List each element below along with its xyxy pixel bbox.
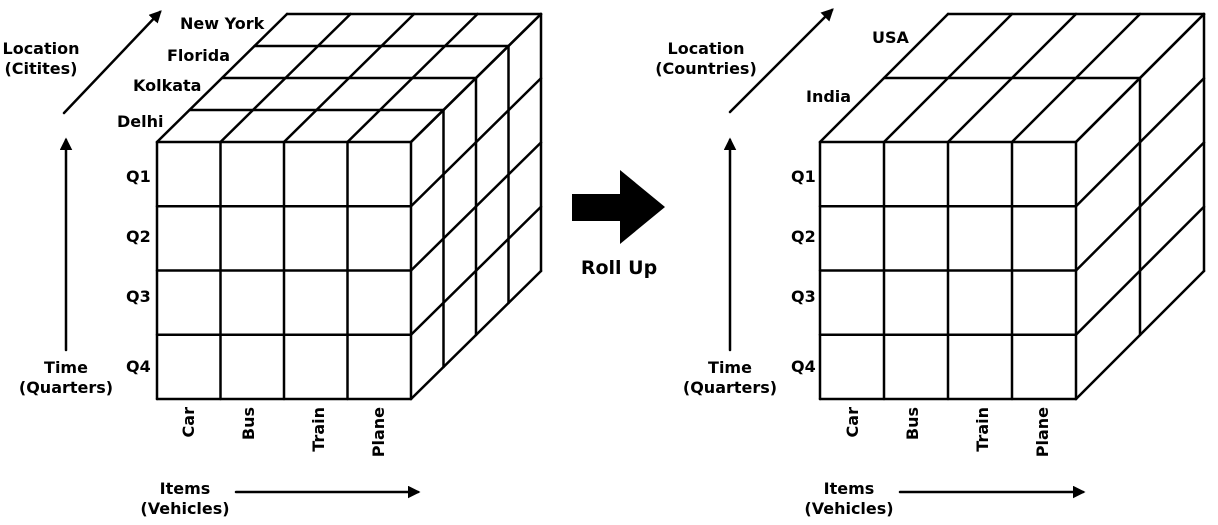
right-location-axis-sublabel: (Countries) <box>655 59 757 78</box>
left-quarter-label-q3: Q3 <box>126 287 151 306</box>
left-item-label-plane: Plane <box>369 407 388 457</box>
right-location-axis-label: Location <box>668 39 745 58</box>
left-quarter-label-q4: Q4 <box>126 357 151 376</box>
right-item-label-train: Train <box>973 407 992 452</box>
left-time-axis-label: Time <box>44 358 88 377</box>
right-cube-grid <box>818 12 1206 401</box>
left-location-label-florida: Florida <box>167 46 230 65</box>
left-cube: Location (Citites) New York Florida Kolk… <box>3 10 543 518</box>
left-items-axis-label: Items <box>160 479 211 498</box>
right-time-axis-label: Time <box>708 358 752 377</box>
left-quarter-label-q1: Q1 <box>126 167 151 186</box>
right-time-axis-sublabel: (Quarters) <box>683 378 777 397</box>
right-quarter-label-q3: Q3 <box>791 287 816 306</box>
left-item-label-car: Car <box>179 407 198 438</box>
right-location-label-usa: USA <box>872 28 910 47</box>
right-item-label-bus: Bus <box>903 407 922 440</box>
rollup-arrow-icon <box>572 170 665 244</box>
right-cube: Location (Countries) USA India Time (Qua… <box>655 8 1206 518</box>
left-quarter-label-q2: Q2 <box>126 227 151 246</box>
right-item-label-car: Car <box>843 407 862 438</box>
left-location-label-new-york: New York <box>180 14 265 33</box>
rollup-operation: Roll Up <box>572 170 665 279</box>
left-location-axis-label: Location <box>3 39 80 58</box>
right-item-label-plane: Plane <box>1033 407 1052 457</box>
left-item-label-bus: Bus <box>239 407 258 440</box>
left-time-axis-sublabel: (Quarters) <box>19 378 113 397</box>
left-cube-grid <box>155 12 543 401</box>
right-location-axis-arrow <box>728 8 834 114</box>
right-location-label-india: India <box>806 87 851 106</box>
left-location-label-kolkata: Kolkata <box>133 76 201 95</box>
right-items-axis-sublabel: (Vehicles) <box>804 499 893 518</box>
left-location-label-delhi: Delhi <box>117 112 164 131</box>
right-quarter-label-q2: Q2 <box>791 227 816 246</box>
rollup-label: Roll Up <box>581 257 657 279</box>
right-quarter-label-q4: Q4 <box>791 357 816 376</box>
right-items-axis-label: Items <box>824 479 875 498</box>
right-quarter-label-q1: Q1 <box>791 167 816 186</box>
left-items-axis-sublabel: (Vehicles) <box>140 499 229 518</box>
left-location-axis-sublabel: (Citites) <box>4 59 77 78</box>
left-item-label-train: Train <box>309 407 328 452</box>
left-location-axis-arrow <box>62 10 162 115</box>
